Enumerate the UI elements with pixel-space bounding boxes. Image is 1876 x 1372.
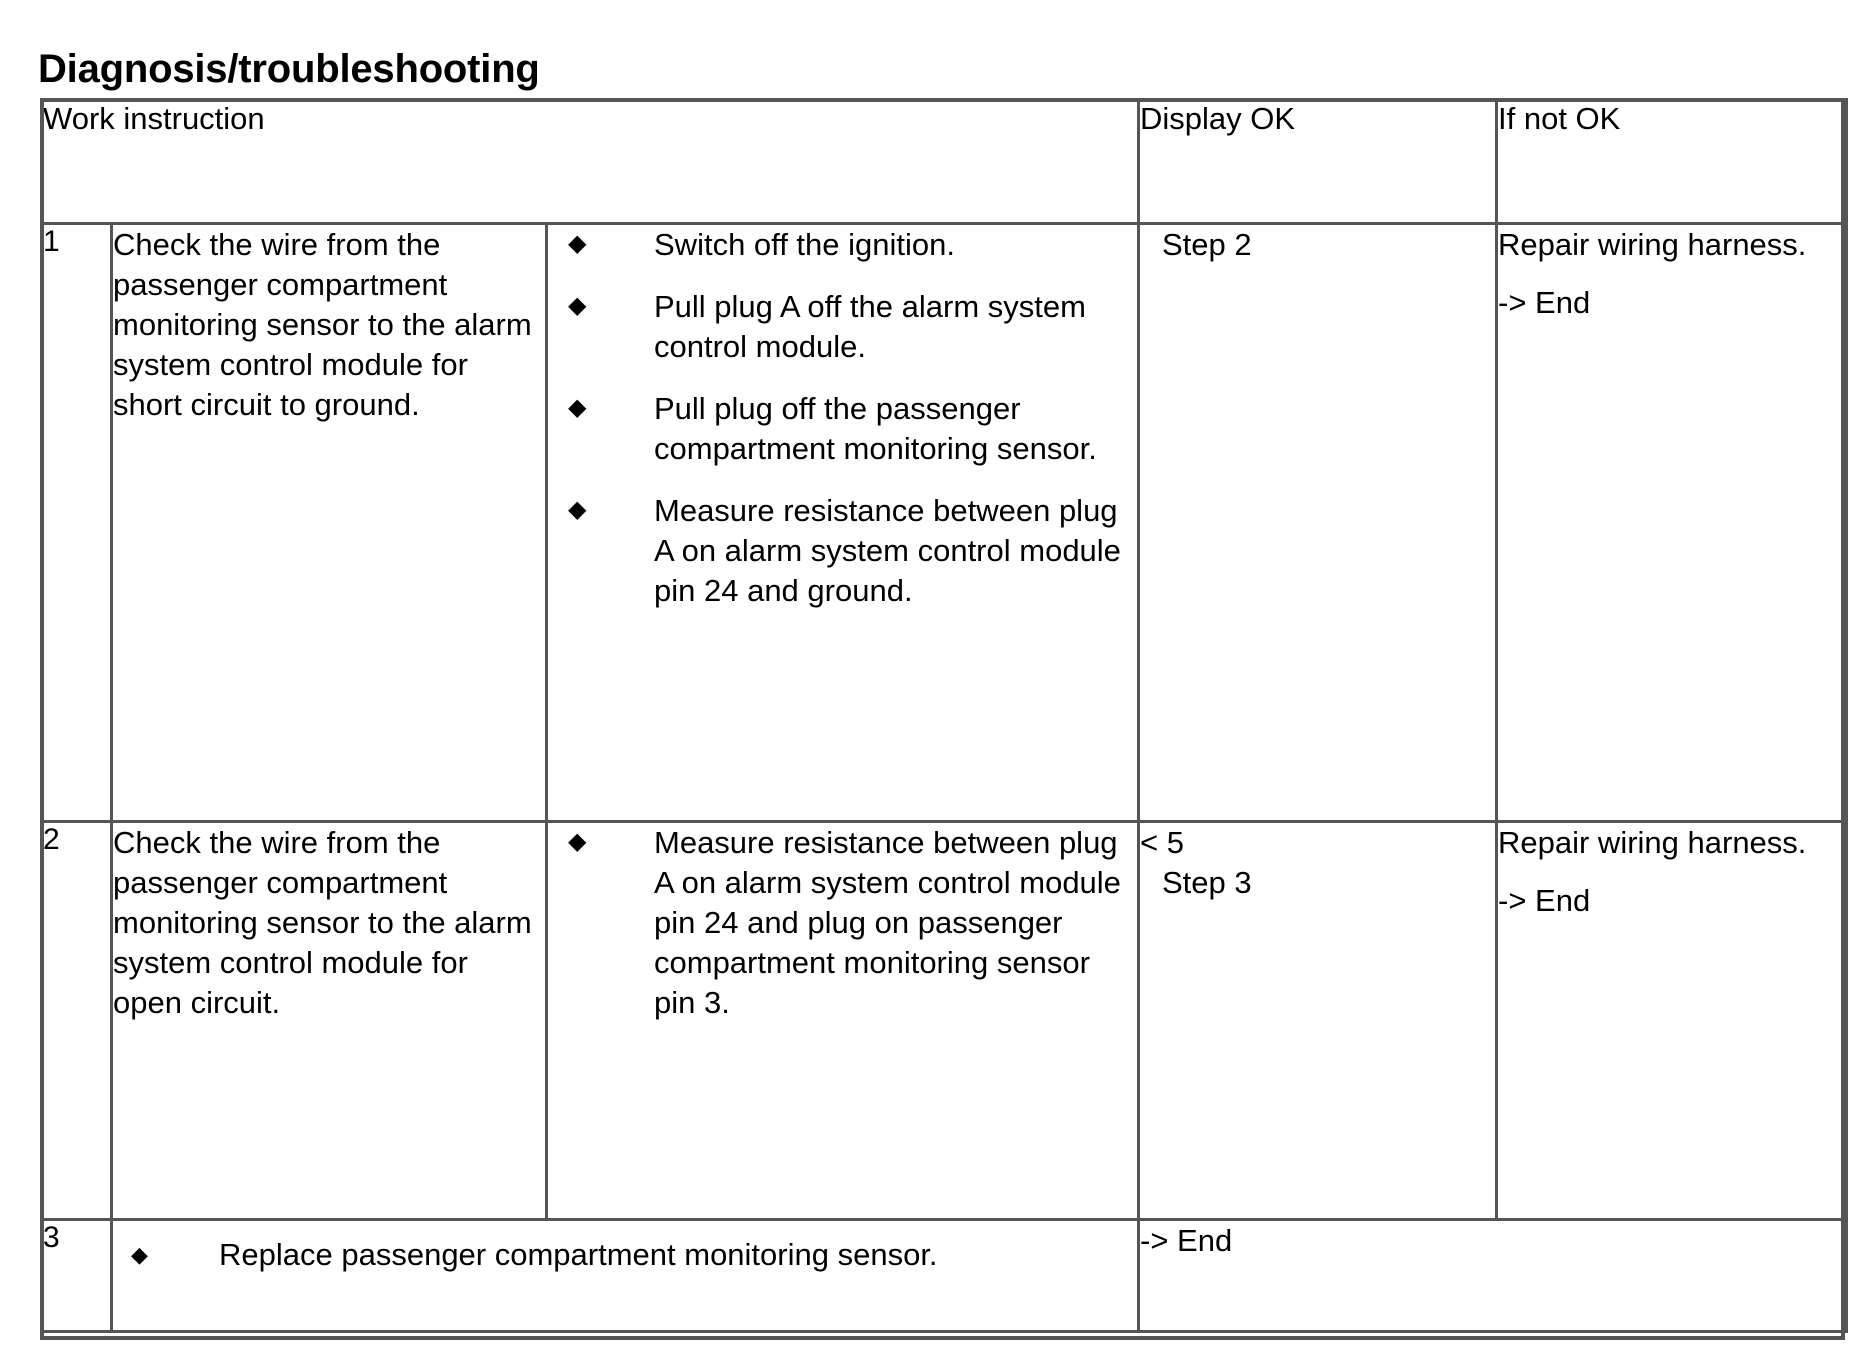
spacer <box>1498 863 1845 881</box>
list-item-label: Pull plug A off the alarm system control… <box>654 289 1086 364</box>
list-item-label: Measure resistance between plug A on ala… <box>654 493 1121 608</box>
list-item-label: Measure resistance between plug A on ala… <box>654 825 1121 1020</box>
display-ok-next-step: Step 3 <box>1162 865 1252 900</box>
diamond-bullet-icon: ◆ <box>568 496 587 523</box>
step-actions-cell: ◆ Replace passenger compartment monitori… <box>110 1218 1140 1333</box>
list-item: ◆ Pull plug off the passenger compartmen… <box>548 389 1137 469</box>
table-row: 2 Check the wire from the passenger comp… <box>40 820 1848 1221</box>
if-not-ok-next: -> End <box>1498 285 1591 320</box>
step-number: 3 <box>40 1218 113 1333</box>
display-ok-cell: -> End <box>1137 1218 1848 1333</box>
list-item: ◆ Measure resistance between plug A on a… <box>548 491 1137 611</box>
table-header-row: Work instruction Display OK If not OK <box>40 98 1848 225</box>
table-row: 1 Check the wire from the passenger comp… <box>40 222 1848 823</box>
step-number: 2 <box>40 820 113 1221</box>
list-item: ◆ Measure resistance between plug A on a… <box>548 823 1137 1023</box>
list-item: ◆ Replace passenger compartment monitori… <box>113 1221 1137 1275</box>
column-header-display-ok: Display OK <box>1137 98 1498 225</box>
table-row: 3 ◆ Replace passenger compartment monito… <box>40 1218 1848 1333</box>
display-ok-next-step: Step 2 <box>1162 227 1252 262</box>
spacer <box>1498 265 1845 283</box>
display-ok-next-step: -> End <box>1140 1223 1233 1258</box>
column-header-if-not-ok: If not OK <box>1495 98 1848 225</box>
display-ok-cell: < 5 Step 3 <box>1137 820 1498 1221</box>
action-bullet-list: ◆ Switch off the ignition. ◆ Pull plug A… <box>548 225 1137 611</box>
display-ok-value: < 5 <box>1140 825 1184 860</box>
if-not-ok-next: -> End <box>1498 883 1591 918</box>
diamond-bullet-icon: ◆ <box>131 1242 148 1267</box>
list-item: ◆ Pull plug A off the alarm system contr… <box>548 287 1137 367</box>
action-bullet-list: ◆ Measure resistance between plug A on a… <box>548 823 1137 1023</box>
step-actions-cell: ◆ Measure resistance between plug A on a… <box>545 820 1140 1221</box>
diamond-bullet-icon: ◆ <box>568 394 587 421</box>
diamond-bullet-icon: ◆ <box>568 292 587 319</box>
if-not-ok-cell: Repair wiring harness. -> End <box>1495 222 1848 823</box>
diagnosis-troubleshooting-table: Work instruction Display OK If not OK 1 … <box>40 98 1848 1333</box>
list-item-label: Pull plug off the passenger compartment … <box>654 391 1097 466</box>
diamond-bullet-icon: ◆ <box>568 828 587 855</box>
column-header-work-instruction: Work instruction <box>40 98 1140 225</box>
if-not-ok-action: Repair wiring harness. <box>1498 825 1807 860</box>
diamond-bullet-icon: ◆ <box>568 230 587 257</box>
step-actions-cell: ◆ Switch off the ignition. ◆ Pull plug A… <box>545 222 1140 823</box>
step-description: Check the wire from the passenger compar… <box>110 820 548 1221</box>
page-title: Diagnosis/troubleshooting <box>38 46 540 91</box>
list-item-label: Switch off the ignition. <box>654 227 955 262</box>
step-description: Check the wire from the passenger compar… <box>110 222 548 823</box>
if-not-ok-cell: Repair wiring harness. -> End <box>1495 820 1848 1221</box>
if-not-ok-action: Repair wiring harness. <box>1498 227 1807 262</box>
list-item-label: Replace passenger compartment monitoring… <box>219 1237 938 1272</box>
step-number: 1 <box>40 222 113 823</box>
display-ok-cell: Step 2 <box>1137 222 1498 823</box>
list-item: ◆ Switch off the ignition. <box>548 225 1137 265</box>
